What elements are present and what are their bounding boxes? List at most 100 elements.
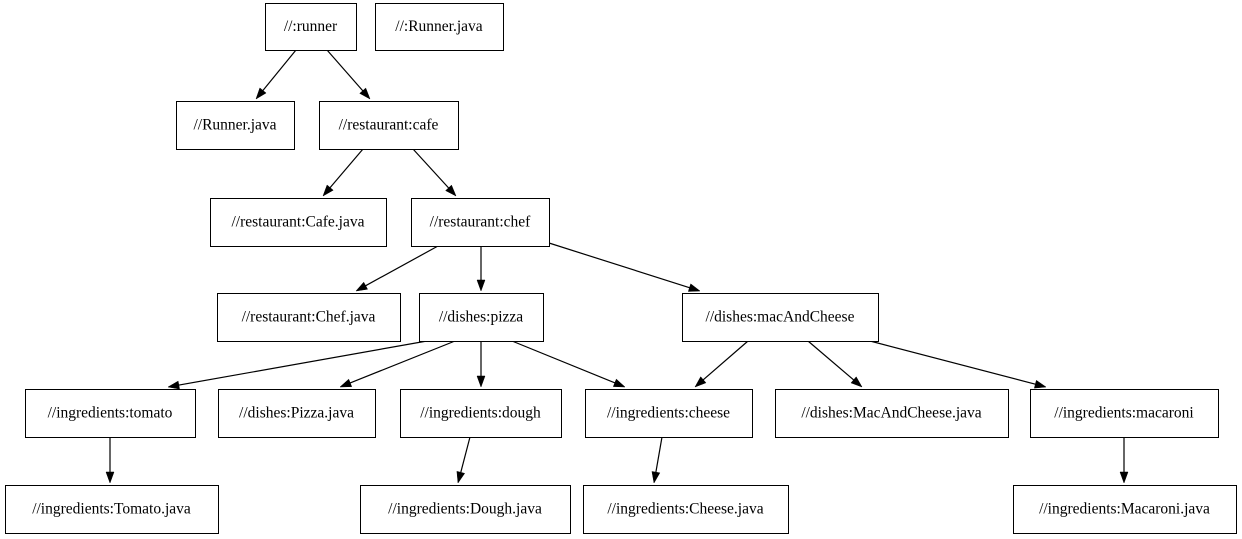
graph-node-ing_cheese[interactable]: //ingredients:cheese	[585, 389, 753, 438]
node-box[interactable]	[5, 485, 219, 534]
node-box[interactable]	[217, 293, 401, 342]
graph-node-dishes_macandcheese_java[interactable]: //dishes:MacAndCheese.java	[775, 389, 1009, 438]
node-label: //dishes:Pizza.java	[239, 405, 354, 422]
nodes-layer: //:runner //:Runner.java //Runner.java //re…	[5, 3, 1237, 534]
edge-line	[548, 242, 692, 289]
graph-edge	[339, 340, 456, 388]
edge-line	[328, 148, 364, 190]
edge-line	[176, 340, 428, 387]
node-label: //ingredients:Cheese.java	[607, 501, 763, 518]
edge-arrowhead-icon	[456, 471, 466, 484]
node-box[interactable]	[1030, 389, 1219, 438]
graph-edge	[511, 340, 626, 388]
edge-line	[654, 436, 663, 475]
node-label: //dishes:pizza	[439, 309, 523, 326]
node-box[interactable]	[360, 485, 571, 534]
node-box[interactable]	[319, 101, 459, 150]
node-box[interactable]	[265, 3, 357, 51]
graph-edge	[869, 340, 1047, 389]
node-box[interactable]	[583, 485, 789, 534]
edge-line	[363, 245, 439, 288]
edge-arrowhead-icon	[651, 471, 661, 484]
node-label: //ingredients:dough	[420, 405, 541, 422]
node-label: //ingredients:macaroni	[1054, 405, 1194, 422]
edge-arrowhead-icon	[850, 376, 863, 388]
graph-edge	[322, 148, 364, 197]
edge-arrowhead-icon	[687, 283, 701, 292]
graph-edge	[105, 437, 115, 484]
node-label: //dishes:macAndCheese	[706, 309, 855, 326]
node-box[interactable]	[375, 3, 504, 51]
node-box[interactable]	[176, 101, 295, 150]
edge-arrowhead-icon	[167, 380, 180, 390]
node-box[interactable]	[210, 198, 387, 247]
node-box[interactable]	[400, 389, 562, 438]
node-label: //restaurant:Chef.java	[242, 309, 376, 326]
graph-edge	[476, 341, 486, 388]
edge-arrowhead-icon	[1034, 379, 1047, 389]
graph-edge	[651, 436, 663, 484]
node-label: //dishes:MacAndCheese.java	[801, 405, 981, 422]
graph-edge	[807, 340, 863, 388]
graph-node-runner[interactable]: //:runner	[265, 3, 357, 51]
edge-arrowhead-icon	[612, 378, 626, 388]
node-label: //Runner.java	[193, 117, 276, 134]
graph-node-ing_macaroni[interactable]: //ingredients:macaroni	[1030, 389, 1219, 438]
graph-node-restaurant_chef_java[interactable]: //restaurant:Chef.java	[217, 293, 401, 342]
graph-node-ing_tomato[interactable]: //ingredients:tomato	[25, 389, 196, 438]
graph-edge	[167, 340, 428, 390]
graph-node-dishes_pizza_java[interactable]: //dishes:Pizza.java	[218, 389, 376, 438]
node-box[interactable]	[411, 198, 550, 247]
edge-arrowhead-icon	[355, 281, 368, 292]
node-label: //restaurant:chef	[430, 214, 532, 231]
node-box[interactable]	[419, 293, 544, 342]
edge-line	[807, 340, 856, 382]
edge-arrowhead-icon	[476, 375, 486, 388]
graph-edge	[412, 148, 457, 197]
graph-node-ing_dough[interactable]: //ingredients:dough	[400, 389, 562, 438]
edge-arrowhead-icon	[105, 471, 115, 484]
edge-arrowhead-icon	[694, 376, 707, 388]
node-box[interactable]	[682, 293, 879, 342]
edge-line	[326, 49, 365, 93]
graph-node-ing_dough_java[interactable]: //ingredients:Dough.java	[360, 485, 571, 534]
node-label: //ingredients:Dough.java	[388, 501, 542, 518]
node-label: //ingredients:Macaroni.java	[1039, 501, 1210, 518]
graph-node-ing_cheese_java[interactable]: //ingredients:Cheese.java	[583, 485, 789, 534]
graph-node-runner_java_root[interactable]: //:Runner.java	[375, 3, 504, 51]
edge-line	[511, 340, 617, 385]
graph-node-restaurant_chef[interactable]: //restaurant:chef	[411, 198, 550, 247]
edge-arrowhead-icon	[255, 87, 267, 100]
edge-arrowhead-icon	[476, 279, 486, 292]
graph-node-dishes_pizza[interactable]: //dishes:pizza	[419, 293, 544, 342]
edges-layer	[105, 49, 1129, 484]
edge-arrowhead-icon	[1119, 471, 1129, 484]
edge-line	[701, 340, 749, 382]
edge-line	[412, 148, 451, 190]
edge-line	[348, 340, 456, 385]
graph-edge	[456, 436, 471, 484]
edge-arrowhead-icon	[322, 184, 334, 197]
graph-edge	[326, 49, 371, 100]
node-box[interactable]	[218, 389, 376, 438]
graph-edge	[355, 245, 439, 292]
graph-edge	[476, 246, 486, 292]
graph-node-restaurant_cafe_java[interactable]: //restaurant:Cafe.java	[210, 198, 387, 247]
graph-node-restaurant_cafe[interactable]: //restaurant:cafe	[319, 101, 459, 150]
node-label: //ingredients:Tomato.java	[32, 501, 191, 518]
edge-arrowhead-icon	[445, 184, 457, 197]
edge-arrowhead-icon	[359, 87, 371, 100]
node-box[interactable]	[585, 389, 753, 438]
graph-node-runner_java[interactable]: //Runner.java	[176, 101, 295, 150]
graph-edge	[1119, 437, 1129, 484]
graph-edge	[255, 49, 297, 100]
node-label: //restaurant:Cafe.java	[232, 214, 365, 231]
graph-node-ing_tomato_java[interactable]: //ingredients:Tomato.java	[5, 485, 219, 534]
graph-node-dishes_macandcheese[interactable]: //dishes:macAndCheese	[682, 293, 879, 342]
graph-node-ing_macaroni_java[interactable]: //ingredients:Macaroni.java	[1013, 485, 1237, 534]
node-label: //restaurant:cafe	[339, 117, 439, 134]
node-box[interactable]	[1013, 485, 1237, 534]
node-box[interactable]	[775, 389, 1009, 438]
node-box[interactable]	[25, 389, 196, 438]
edge-line	[869, 340, 1038, 386]
